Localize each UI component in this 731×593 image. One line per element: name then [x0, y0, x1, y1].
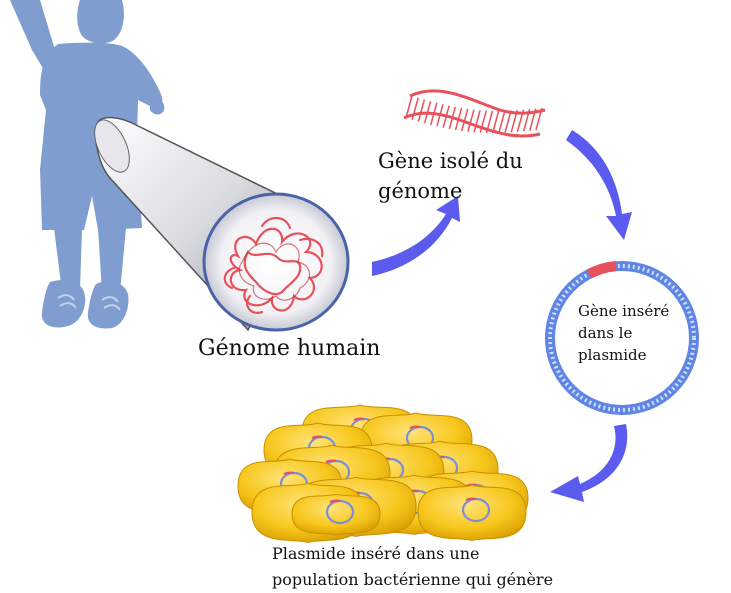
- label-population-line2: population bactérienne qui génère: [272, 570, 554, 589]
- dna-rung: [411, 97, 419, 120]
- genome-disc: [202, 192, 350, 332]
- bacterium-plasmid-gene: [329, 499, 341, 504]
- dna-rung: [436, 104, 444, 127]
- label-plasmide-line3: plasmide: [578, 346, 647, 364]
- dna-rung: [430, 102, 438, 125]
- dna-rung: [417, 99, 426, 122]
- bacterium: [417, 484, 527, 542]
- label-plasmide-line1: Gène inséré: [578, 302, 670, 320]
- arrow-gene-to-plasmid: [566, 130, 632, 240]
- dna-rung: [454, 107, 463, 131]
- genome-dna-tangle: [223, 216, 324, 314]
- arrow-plasmid-to-bacteria: [550, 424, 628, 502]
- dna-rung: [473, 110, 481, 133]
- label-population-line1: Plasmide inséré dans une: [272, 544, 480, 563]
- dna-rung: [522, 109, 531, 132]
- zoom-tube-opening: [94, 119, 130, 173]
- child-raised-arm: [10, 0, 58, 70]
- bacterium-plasmid-gene: [325, 459, 337, 464]
- dna-rung: [491, 110, 500, 134]
- plasmid-inserted-gene: [586, 261, 617, 279]
- bacterium-plasmid-gene: [465, 497, 477, 502]
- bacterium-plasmid-gene: [283, 471, 295, 476]
- bacterium-plasmid-gene: [409, 425, 421, 430]
- dna-rung: [442, 105, 450, 128]
- plasmid-ring-inner: [548, 264, 696, 412]
- label-gene-isole-line2: génome: [378, 179, 463, 203]
- dna-rung: [460, 108, 469, 132]
- biotech-diagram: [10, 0, 699, 543]
- dna-rung: [423, 100, 432, 124]
- bacterium: [291, 493, 381, 536]
- genome-dna-shadow: [238, 242, 311, 301]
- label-population: Plasmide inséré dans une population bact…: [272, 541, 553, 593]
- label-gene-isole-line1: Gène isolé du: [378, 149, 523, 173]
- dna-rung: [510, 110, 518, 133]
- dna-rung: [535, 107, 543, 131]
- label-genome-humain: Génome humain: [198, 336, 381, 361]
- dna-rung: [504, 110, 512, 133]
- label-gene-isole: Gène isolé du génome: [378, 146, 523, 206]
- bacterium-plasmid-gene: [311, 435, 323, 440]
- dna-rung: [405, 95, 413, 119]
- arrow-genome-to-gene: [372, 196, 460, 276]
- bacterium-plasmid-gene: [353, 417, 365, 422]
- dna-rung: [529, 108, 537, 131]
- isolated-gene-dna: [403, 89, 546, 138]
- shoe-laces: [57, 294, 121, 311]
- child-right-leg: [98, 228, 126, 292]
- label-plasmide-line2: dans le: [578, 324, 633, 342]
- child-hand: [150, 97, 165, 115]
- dna-rung: [448, 106, 457, 130]
- dna-rung: [479, 110, 488, 133]
- child-left-leg: [54, 228, 82, 292]
- arrows: [372, 130, 632, 502]
- dna-rung: [485, 110, 494, 134]
- dna-rung: [498, 110, 506, 134]
- bacteria-colony: [237, 404, 529, 543]
- dna-rung: [467, 109, 475, 132]
- dna-rung: [516, 109, 525, 132]
- label-plasmide: Gène inséré dans le plasmide: [578, 300, 669, 366]
- child-head: [77, 0, 124, 44]
